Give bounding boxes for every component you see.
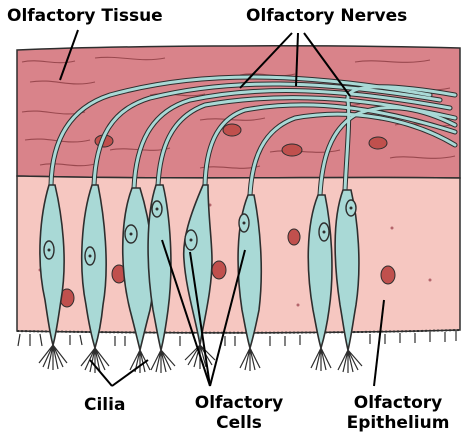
label-olfactory-nerves: Olfactory Nerves [246,7,407,27]
label-olfactory-epithelium: Olfactory Epithelium [343,394,453,433]
leader-cilia-2 [112,360,148,386]
label-olfactory-cells-line2: Cells [184,414,294,434]
label-olfactory-tissue: Olfactory Tissue [7,7,163,27]
label-olfactory-cells: Olfactory Cells [184,394,294,433]
label-cilia: Cilia [84,396,125,416]
cilia-tufts [18,331,456,373]
label-olfactory-epithelium-line1: Olfactory [343,394,453,414]
leader-cilia-1 [90,360,112,386]
label-olfactory-cells-line1: Olfactory [184,394,294,414]
label-olfactory-epithelium-line2: Epithelium [343,414,453,434]
